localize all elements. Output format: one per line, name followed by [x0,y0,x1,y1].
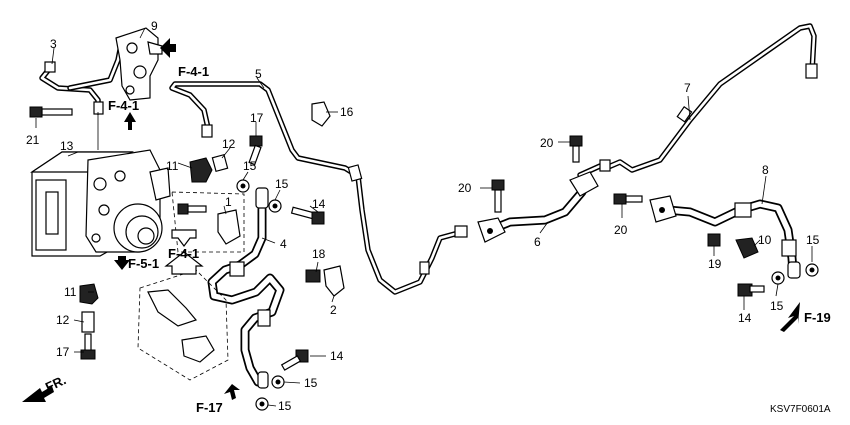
ref-f-5-1: F-5-1 [128,256,159,271]
callout-15: 15 [278,399,292,413]
bolt-20-a [569,135,583,163]
callout-15: 15 [243,159,257,173]
banjo [257,371,269,389]
callout-18: 18 [312,247,326,261]
callout-4: 4 [280,237,287,251]
callout-15: 15 [275,177,289,191]
sensor-2 [323,265,345,297]
arrow-icon [114,256,130,270]
callout-20: 20 [458,181,472,195]
arrow-icon [224,384,240,400]
callout-19: 19 [708,257,722,271]
brake-hose-4 [207,203,285,387]
flare-nut [805,63,818,79]
leader-lines [35,27,813,407]
flare-nut [599,159,611,172]
bolt-19 [707,233,721,247]
arrow-up-outline-icon [164,251,204,275]
flare-nut [201,124,213,138]
callout-labels: 3 9 21 13 11 12 17 15 15 14 1 4 5 16 18 … [26,19,820,413]
callout-15: 15 [770,299,784,313]
front-label: FR. [43,372,68,394]
callout-17: 17 [250,111,264,125]
callout-15: 15 [806,233,820,247]
brake-hose-8 [663,199,798,277]
callout-20: 20 [614,223,628,237]
hose-collar [734,202,752,218]
arrow-icon [124,112,136,130]
callout-11: 11 [64,285,77,299]
callout-17: 17 [56,345,70,359]
small-parts [29,101,819,411]
ref-f-4-1: F-4-1 [168,246,199,261]
callout-13: 13 [60,139,74,153]
pipe-fittings [44,61,818,275]
callout-12: 12 [222,137,236,151]
ref-f-19: F-19 [804,310,831,325]
callout-14: 14 [738,311,752,325]
bolt-21 [29,106,73,118]
bolt-17-lower [80,333,96,360]
bolt-14-right [737,283,765,297]
callout-6: 6 [534,235,541,249]
ref-f-17: F-17 [196,400,223,415]
hose-joint [569,171,599,197]
callout-1: 1 [225,195,232,209]
callout-2: 2 [330,303,337,317]
grommet-11-lower [79,283,99,305]
hose-collar [229,261,245,277]
hose-collar [781,239,797,257]
callout-10: 10 [758,233,772,247]
bolt [177,203,189,215]
hose-collar [257,309,271,327]
callout-11: 11 [166,159,179,173]
callout-5: 5 [255,67,262,81]
bolt-14-low [280,349,309,371]
bolt-20-c [613,193,643,205]
callout-12: 12 [56,313,70,327]
flare-nut [454,225,468,238]
ref-f-4-1: F-4-1 [108,98,139,113]
callout-14: 14 [312,197,326,211]
flare-nut [44,61,56,73]
clip [676,105,693,123]
brake-hose-6 [490,187,587,233]
sensor-10 [735,237,759,259]
clip [419,261,430,275]
reference-labels: F-4-1 F-4-1 F-4-1 F-5-1 F-17 F-19 FR. [43,64,831,415]
callout-8: 8 [762,163,769,177]
diagram-code: KSV7F0601A [770,404,831,415]
bolt-18 [305,269,321,283]
callout-9: 9 [151,19,158,33]
brake-pipe-7 [577,23,817,178]
callout-16: 16 [340,105,354,119]
grommet-11-upper [189,157,213,183]
callout-21: 21 [26,133,40,147]
bracket-1 [217,209,241,245]
callout-20: 20 [540,136,554,150]
valve-assembly-9 [115,27,163,101]
abs-modulator-13 [30,112,171,257]
clamp-16 [311,101,331,127]
brake-pipe-5 [169,81,465,295]
arrow-down-outline-icon [171,229,197,247]
joint-blocks [229,171,797,327]
banjo [787,261,801,279]
front-arrow-icon [22,386,54,402]
arrow-icon [780,302,800,332]
callout-7: 7 [684,81,691,95]
flare-nut [93,101,104,115]
callout-15: 15 [304,376,318,390]
bolt-20-b [491,179,505,213]
ref-f-4-1: F-4-1 [178,64,209,79]
callout-3: 3 [50,37,57,51]
arrow-icon [160,38,176,58]
banjo [255,187,269,209]
reference-arrows [22,38,800,402]
callout-14: 14 [330,349,344,363]
clip [347,164,363,182]
collar-12-upper [211,153,229,173]
